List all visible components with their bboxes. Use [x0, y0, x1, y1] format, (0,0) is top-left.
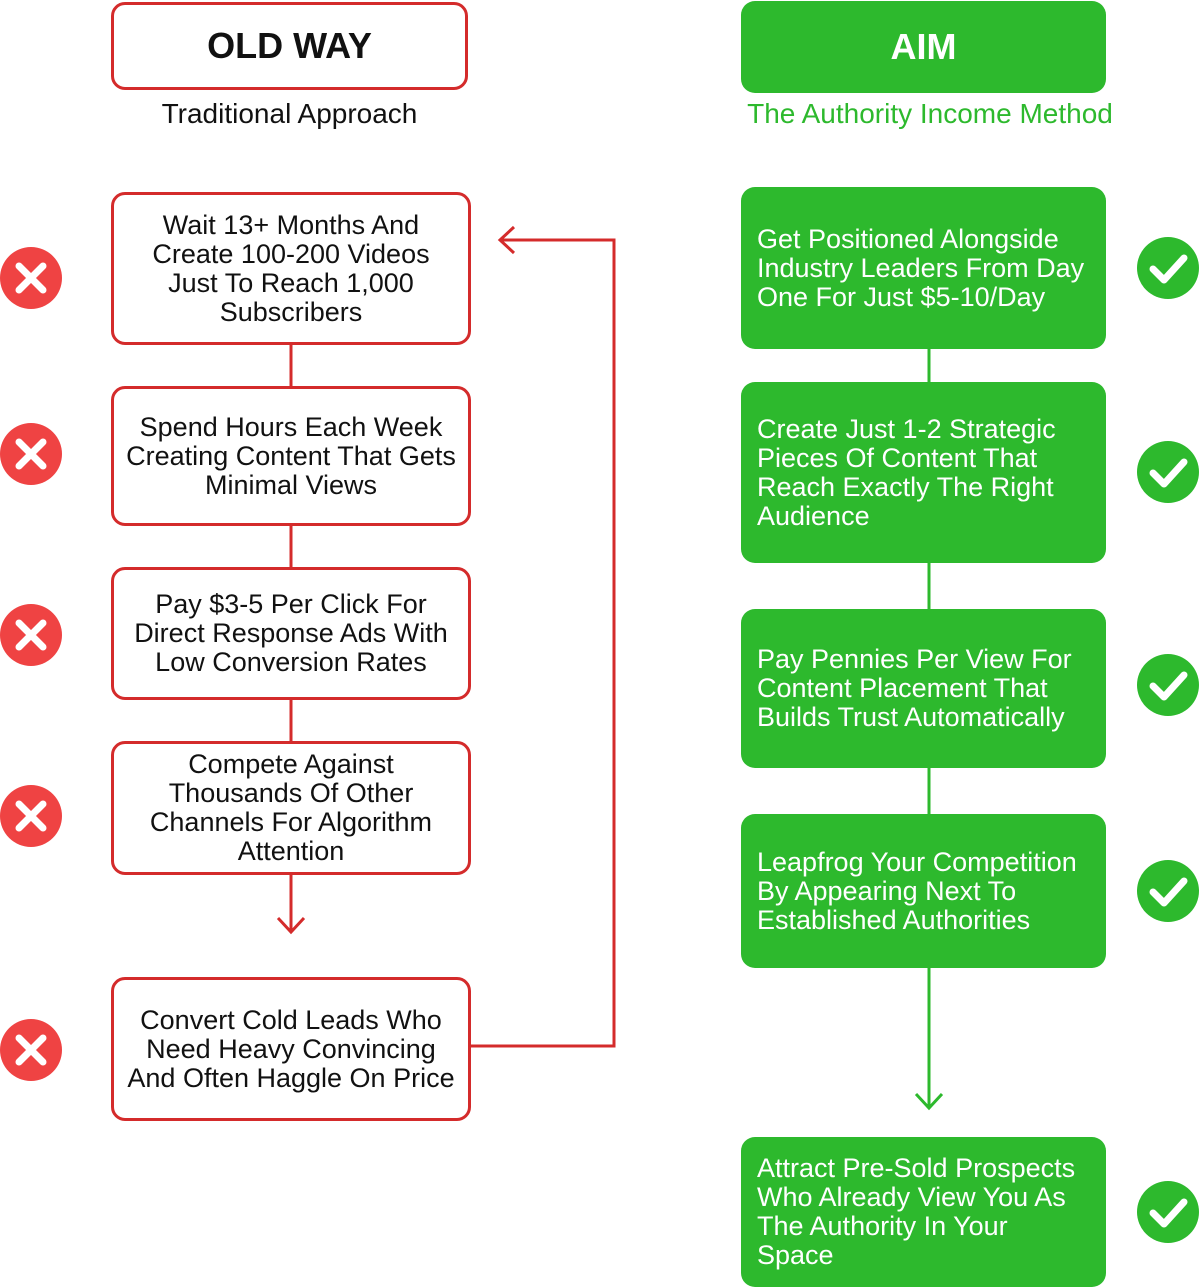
old-way-subtitle: Traditional Approach	[161, 98, 418, 129]
old-way-header: OLD WAY	[111, 2, 468, 90]
left-arrowhead-down	[276, 916, 306, 935]
old-way-step-2: Spend Hours Each Week Creating Content T…	[111, 386, 471, 526]
aim-step-5: Attract Pre-Sold Prospects Who Already V…	[741, 1137, 1106, 1287]
aim-step-1: Get Positioned Alongside Industry Leader…	[741, 187, 1106, 349]
aim-step-2: Create Just 1-2 Strategic Pieces Of Cont…	[741, 382, 1106, 563]
aim-subtitle: The Authority Income Method	[747, 98, 1113, 129]
check-circle-icon	[1137, 441, 1199, 503]
loop-back-arrowhead	[497, 225, 516, 255]
old-way-step-3: Pay $3-5 Per Click For Direct Response A…	[111, 567, 471, 700]
x-circle-icon	[0, 247, 62, 309]
right-arrowhead-down	[914, 1092, 944, 1111]
x-circle-icon	[0, 1019, 62, 1081]
aim-step-4: Leapfrog Your Competition By Appearing N…	[741, 814, 1106, 968]
check-circle-icon	[1137, 860, 1199, 922]
old-way-step-1: Wait 13+ Months And Create 100-200 Video…	[111, 192, 471, 345]
x-circle-icon	[0, 785, 62, 847]
check-circle-icon	[1137, 654, 1199, 716]
x-circle-icon	[0, 604, 62, 666]
aim-header: AIM	[741, 1, 1106, 93]
x-circle-icon	[0, 423, 62, 485]
loop-back-arrow	[471, 238, 616, 1048]
check-circle-icon	[1137, 1181, 1199, 1243]
check-circle-icon	[1137, 237, 1199, 299]
aim-step-3: Pay Pennies Per View For Content Placeme…	[741, 609, 1106, 768]
old-way-step-4: Compete Against Thousands Of Other Chann…	[111, 741, 471, 875]
old-way-step-5: Convert Cold Leads Who Need Heavy Convin…	[111, 977, 471, 1121]
